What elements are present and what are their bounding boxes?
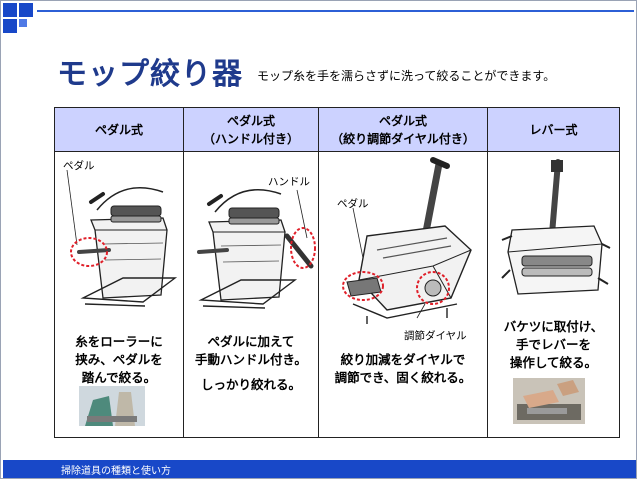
callout-handle-label: ハンドル [268, 176, 310, 188]
pedal-dial-wringer-illustration [342, 157, 472, 324]
comparison-table: ペダル式 ペダル式 （ハンドル付き） ペダル式 （絞り調節ダイヤル付き） レバー… [54, 107, 620, 438]
page-title: モップ絞り器 [57, 57, 243, 92]
lever-operation-photo-icon [513, 378, 585, 424]
header-line1: ペダル式 [94, 123, 143, 137]
header-line1: ペダル式 [226, 114, 275, 128]
column-divider [487, 108, 488, 437]
pedal-foot-photo-icon [79, 386, 145, 426]
description-pedal-dial: 絞り加減をダイヤルで 調節でき、固く絞れる。 [334, 352, 472, 385]
description-pedal: 糸をローラーに 挟み、ペダルを 踏んで絞る。 [75, 334, 163, 385]
footer-text: 掃除道具の種類と使い方 [61, 466, 171, 477]
corner-logo-icon [3, 3, 37, 37]
column-divider [318, 108, 319, 437]
column-divider [183, 108, 184, 437]
header-line2: （ハンドル付き） [202, 132, 299, 146]
header-line2: （絞り調節ダイヤル付き） [331, 132, 475, 146]
lever-wringer-illustration [501, 159, 611, 295]
page-subtitle: モップ糸を手を濡らさずに洗って絞ることができます。 [257, 69, 556, 83]
callout-pedal-label: ペダル [337, 198, 369, 210]
header-line1: ペダル式 [378, 114, 427, 128]
description-lever: バケツに取付け、 手でレバーを 操作して絞る。 [503, 319, 604, 370]
pedal-wringer-illustration [66, 169, 178, 307]
table-header-row [55, 108, 619, 152]
callout-dial-label: 調節ダイヤル [404, 330, 467, 342]
callout-pedal-label: ペダル [63, 160, 95, 172]
header-cell-pedal-handle: ペダル式 （ハンドル付き） [184, 108, 318, 152]
description-pedal-handle: ペダルに加えて 手動ハンドル付き。 しっかり絞れる。 [195, 334, 307, 392]
header-cell-pedal: ペダル式 [55, 108, 183, 152]
footer-bar: 掃除道具の種類と使い方 [3, 460, 636, 478]
pedal-handle-wringer-illustration [197, 189, 316, 309]
header-cell-lever: レバー式 [488, 108, 619, 152]
top-rule [37, 10, 634, 12]
header-cell-pedal-dial: ペダル式 （絞り調節ダイヤル付き） [319, 108, 487, 152]
header-line1: レバー式 [529, 123, 578, 137]
